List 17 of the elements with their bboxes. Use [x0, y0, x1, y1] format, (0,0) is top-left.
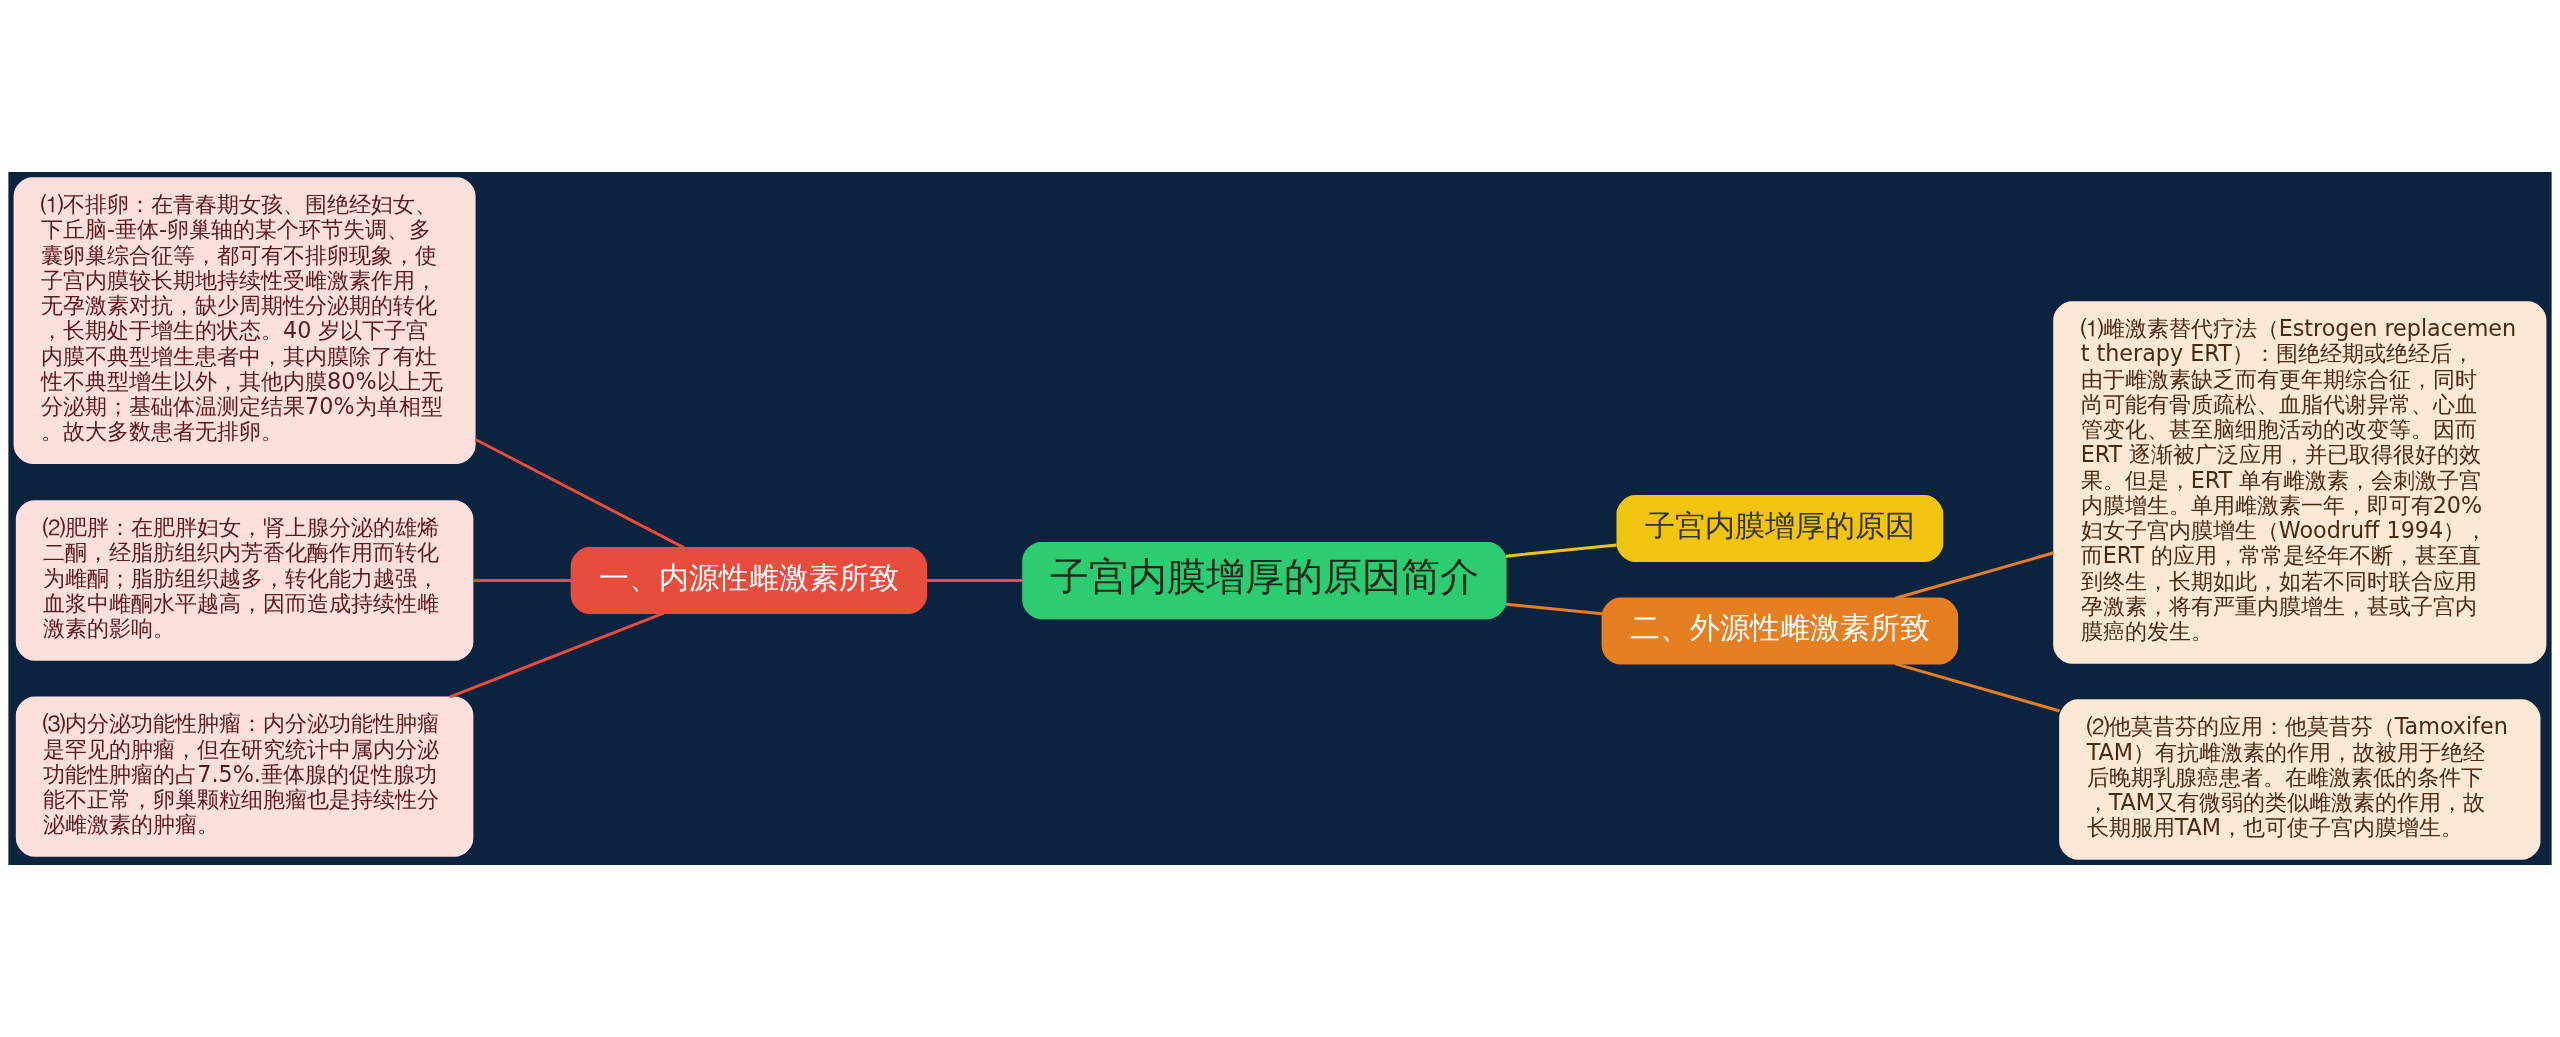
connector [1895, 551, 2055, 600]
connector [1505, 543, 1617, 558]
connector [926, 579, 1023, 582]
connector [474, 438, 686, 550]
node-box: 子宫内膜增厚的原因简介 [1022, 541, 1507, 620]
node-box: ⑵他莫昔芬的应用：他莫昔芬（Tamoxifen TAM）有抗雌激素的作用，故被用于绝经后晚期乳腺癌患者。在雌激素低的条件下，TAM又有微弱的类似雌激素的作用，故长期服用TAM，也可使子宫内膜增生。 [2059, 699, 2541, 860]
node-box: ⑴雌激素替代疗法（Estrogen replacement therapy ERT）：围绝经期或绝经后，由于雌激素缺乏而有更年期综合征，同时尚可能有骨质疏松、血脂代谢异常、心血管变化、甚至脑细胞活动的改变等。因而ERT 逐渐被广泛应用，并已取得很好的效果。但是，ERT 单有雌激素，会刺激子宫内膜增生。单用雌激素一年，即可有20%妇女子宫内膜增生（Woodruff 1994），而ERT 的应用，常常是经年不断，甚至直到终生，长期如此，如若不同时联合应用孕激素，将有严重内膜增生，甚或子宫内膜癌的发生。 [2053, 301, 2547, 664]
node-box: ⑵肥胖：在肥胖妇女，肾上腺分泌的雄烯二酮，经脂肪组织内芳香化酶作用而转化为雌酮；脂肪组织越多，转化能力越强，血浆中雌酮水平越高，因而造成持续性雌激素的影响。 [15, 500, 474, 661]
connector [449, 611, 665, 699]
node-box: ⑴不排卵：在青春期女孩、围绝经妇女、下丘脑-垂体-卵巢轴的某个环节失调、多囊卵巢综合征等，都可有不排卵现象，使子宫内膜较长期地持续性受雌激素作用，无孕激素对抗，缺少周期性分泌期的转化，长期处于增生的状态。40 岁以下子宫内膜不典型增生患者中，其内膜除了有灶性不典型增生以外，其他内膜80%以上无分泌期；基础体温测定结果70%为单相型。故大多数患者无排卵。 [13, 177, 476, 464]
node-box: 一、内源性雌激素所致 [570, 547, 928, 614]
connector [1895, 662, 2060, 713]
node-box: 子宫内膜增厚的原因 [1616, 495, 1944, 562]
node-box: 二、外源性雌激素所致 [1601, 597, 1959, 665]
node-box: ⑶内分泌功能性肿瘤：内分泌功能性肿瘤是罕见的肿瘤，但在研究统计中属内分泌功能性肿瘤的占7.5%.垂体腺的促性腺功能不正常，卵巢颗粒细胞瘤也是持续性分泌雌激素的肿瘤。 [15, 696, 474, 857]
connector [473, 579, 572, 582]
connector [1505, 602, 1603, 616]
